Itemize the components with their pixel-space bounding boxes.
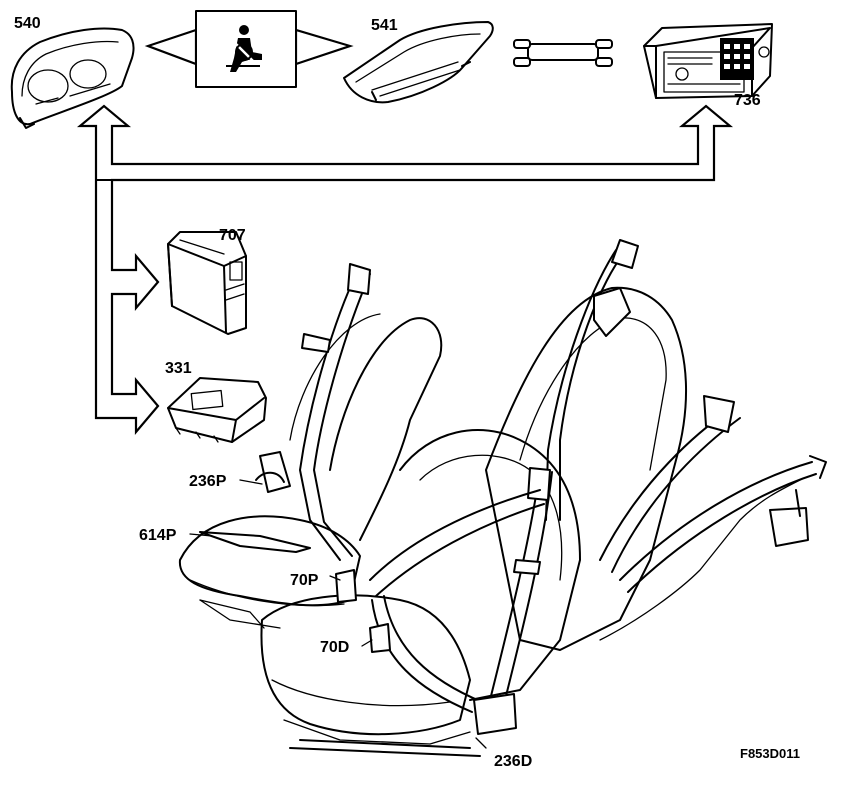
label-541: 541 xyxy=(371,17,398,34)
airbag-ecu xyxy=(167,377,267,443)
radio-unit xyxy=(643,23,773,99)
label-707: 707 xyxy=(219,227,246,244)
connector-cable xyxy=(513,39,613,67)
label-331: 331 xyxy=(165,360,192,377)
label-70d: 70D xyxy=(320,639,349,656)
label-614p: 614P xyxy=(139,527,177,544)
display-unit xyxy=(343,21,494,104)
label-540: 540 xyxy=(14,15,41,32)
instrument-cluster xyxy=(10,27,135,129)
figure-reference: F853D011 xyxy=(740,746,800,761)
label-leaders xyxy=(189,479,487,749)
seats-assembly xyxy=(178,239,827,757)
control-module xyxy=(167,231,247,335)
label-736: 736 xyxy=(734,92,761,109)
seatbelt-warning-icon xyxy=(195,10,297,88)
label-70p: 70P xyxy=(290,572,319,589)
label-236d: 236D xyxy=(494,753,532,770)
data-bus xyxy=(76,104,734,436)
label-236p: 236P xyxy=(189,473,227,490)
